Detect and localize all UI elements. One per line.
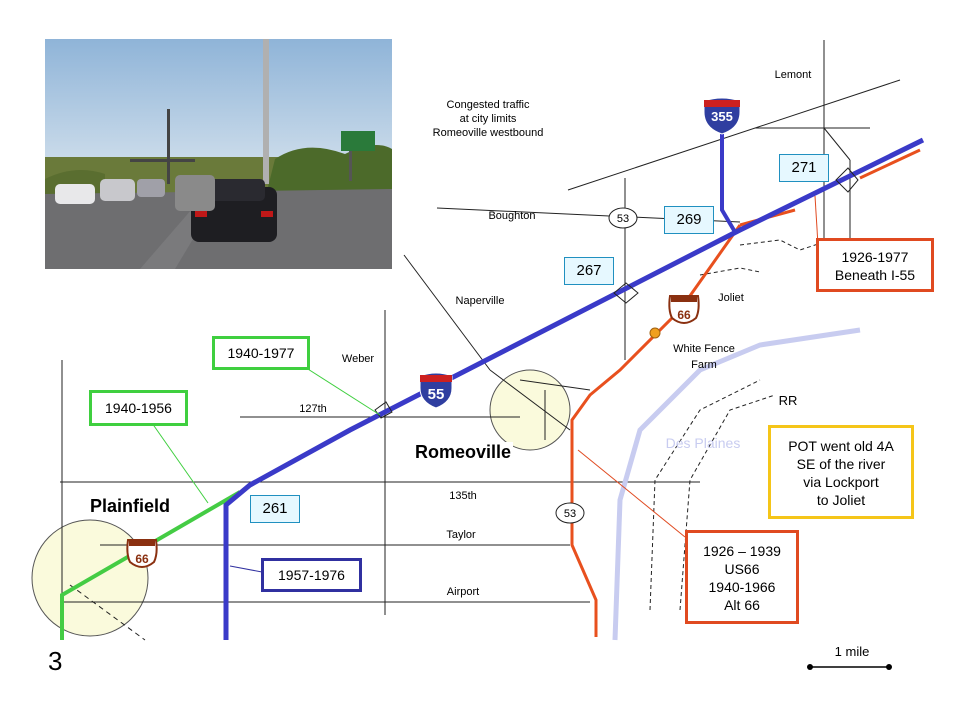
- label-127th: 127th: [299, 403, 327, 415]
- town-plainfield: Plainfield: [88, 496, 173, 517]
- label-boughton: Boughton: [488, 210, 535, 222]
- town-romeoville: Romeoville: [413, 442, 514, 463]
- box-green-1940-1956: 1940-1956: [89, 390, 188, 426]
- romeoville-city-area: [489, 369, 571, 451]
- box-red-us66-line: 1926 – 1939: [703, 543, 781, 559]
- i355-shield-icon: [703, 97, 741, 135]
- us66-green-route: [60, 490, 242, 640]
- des-plaines-river: [612, 327, 861, 641]
- label-des-plaines: Des Plaines: [666, 435, 741, 451]
- i355-route: [720, 112, 737, 234]
- i55-shield-icon: [419, 372, 453, 409]
- traffic-photo: [45, 39, 392, 269]
- label-airport: Airport: [447, 586, 479, 598]
- us66-shield-icon: [668, 295, 700, 324]
- scale-bar: [807, 664, 892, 670]
- box-red-us66-line: US66: [724, 561, 760, 577]
- label-135th: 135th: [449, 490, 477, 502]
- box-yellow-line: via Lockport: [803, 474, 879, 490]
- box-yellow-line: SE of the river: [796, 456, 886, 472]
- label-white-fence-2: Farm: [691, 359, 717, 371]
- exit-267-label: 267: [564, 257, 614, 285]
- box-yellow-pot-note: POT went old 4A SE of the river via Lock…: [768, 425, 914, 519]
- route53-shield-icon: [555, 502, 585, 524]
- label-taylor: Taylor: [446, 529, 476, 541]
- label-rr: RR: [779, 393, 798, 408]
- scale-label: 1 mile: [835, 644, 870, 659]
- us66-shield-icon: [126, 539, 158, 568]
- route53-bottom-number: 53: [564, 508, 576, 520]
- box-red-beneath-i55: 1926-1977 Beneath I-55: [816, 238, 934, 292]
- page-number: 3: [48, 646, 63, 676]
- us66-red-route: [570, 224, 742, 637]
- box-red-beneath-line: 1926-1977: [841, 249, 909, 265]
- exit-271-label: 271: [779, 154, 829, 182]
- photo-caption-line: at city limits: [459, 113, 517, 125]
- route53-top-number: 53: [617, 213, 629, 225]
- box-blue-1957-1976: 1957-1976: [261, 558, 362, 592]
- i355-shield-number: 355: [711, 109, 733, 124]
- box-red-us66-history: 1926 – 1939 US66 1940-1966 Alt 66: [685, 530, 799, 624]
- label-joliet: Joliet: [718, 292, 744, 304]
- label-white-fence-1: White Fence: [673, 343, 735, 355]
- box-green-1940-1977: 1940-1977: [212, 336, 310, 370]
- box-red-beneath-line: Beneath I-55: [834, 267, 916, 283]
- exit-269-label: 269: [664, 206, 714, 234]
- photo-caption-line: Congested traffic: [446, 99, 530, 111]
- interchange-markers: [374, 167, 859, 419]
- route53-shield-icon: [608, 207, 638, 229]
- label-lemont: Lemont: [775, 69, 812, 81]
- us66-shield-number-a: 66: [677, 308, 691, 322]
- i55-route: [223, 137, 925, 640]
- white-fence-farm-marker: [649, 327, 661, 339]
- us66-shield-number-b: 66: [135, 552, 149, 566]
- label-naperville: Naperville: [456, 295, 505, 307]
- box-yellow-line: POT went old 4A: [788, 438, 894, 454]
- i55-shield-number: 55: [428, 386, 445, 403]
- photo-caption: Congested traffic at city limits Romeovi…: [418, 98, 558, 140]
- photo-caption-line: Romeoville westbound: [432, 127, 544, 139]
- traffic-photo-drawing: [45, 39, 392, 269]
- box-red-us66-line: 1940-1966: [708, 579, 776, 595]
- exit-261-label: 261: [250, 495, 300, 523]
- us66-beneath-i55-b: [859, 148, 921, 180]
- box-red-us66-line: Alt 66: [724, 597, 760, 613]
- box-yellow-line: to Joliet: [816, 492, 866, 508]
- callout-leaders: [151, 195, 819, 573]
- label-weber: Weber: [342, 353, 375, 365]
